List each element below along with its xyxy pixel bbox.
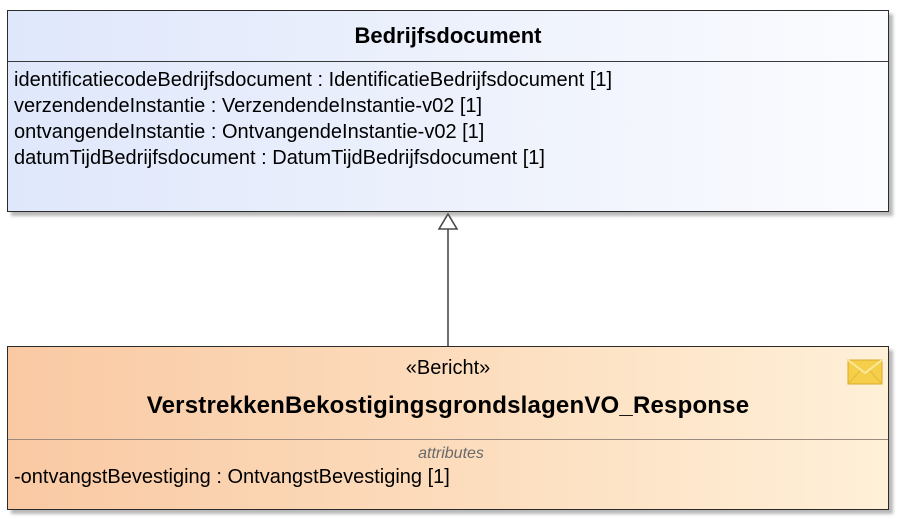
attribute-separator: : xyxy=(205,121,222,143)
generalization-arrowhead xyxy=(437,212,459,230)
attribute-row: -ontvangstBevestiging : OntvangstBevesti… xyxy=(14,464,888,490)
attribute-type: OntvangstBevestiging [1] xyxy=(227,466,450,488)
attributes-compartment: attributes -ontvangstBevestiging : Ontva… xyxy=(8,440,888,490)
stereotype-label: «Bericht» xyxy=(405,357,491,379)
attributes-compartment: identificatiecodeBedrijfsdocument : Iden… xyxy=(8,62,888,171)
attribute-name: verzendendeInstantie xyxy=(14,95,206,117)
attribute-row: ontvangendeInstantie : OntvangendeInstan… xyxy=(14,119,888,145)
compartment-label: attributes xyxy=(418,445,484,462)
attribute-type: OntvangendeInstantie-v02 [1] xyxy=(221,121,485,143)
class-bedrijfsdocument[interactable]: Bedrijfsdocument identificatiecodeBedrij… xyxy=(7,10,889,212)
attribute-separator: : xyxy=(311,69,329,91)
class-name-header: Bedrijfsdocument xyxy=(8,11,888,62)
attribute-type: IdentificatieBedrijfsdocument [1] xyxy=(328,69,613,91)
attribute-type: DatumTijdBedrijfsdocument [1] xyxy=(272,147,545,169)
attribute-separator: : xyxy=(210,466,228,488)
attribute-separator: : xyxy=(205,95,222,117)
class-verstrekken-response[interactable]: «Bericht» VerstrekkenBekostigingsgrondsl… xyxy=(7,346,889,510)
attribute-name: datumTijdBedrijfsdocument xyxy=(14,147,256,169)
attribute-name: identificatiecodeBedrijfsdocument xyxy=(14,69,312,91)
attribute-name: ontvangendeInstantie xyxy=(14,121,206,143)
attribute-row: datumTijdBedrijfsdocument : DatumTijdBed… xyxy=(14,145,888,171)
class-name: Bedrijfsdocument xyxy=(354,23,542,48)
attribute-type: VerzendendeInstantie-v02 [1] xyxy=(221,95,483,117)
class-name-header: «Bericht» VerstrekkenBekostigingsgrondsl… xyxy=(8,347,888,440)
envelope-icon xyxy=(847,359,883,385)
attribute-separator: : xyxy=(255,147,273,169)
attribute-name: -ontvangstBevestiging xyxy=(14,466,211,488)
attribute-row: verzendendeInstantie : VerzendendeInstan… xyxy=(14,93,888,119)
class-name: VerstrekkenBekostigingsgrondslagenVO_Res… xyxy=(146,392,750,419)
attribute-row: identificatiecodeBedrijfsdocument : Iden… xyxy=(14,67,888,93)
